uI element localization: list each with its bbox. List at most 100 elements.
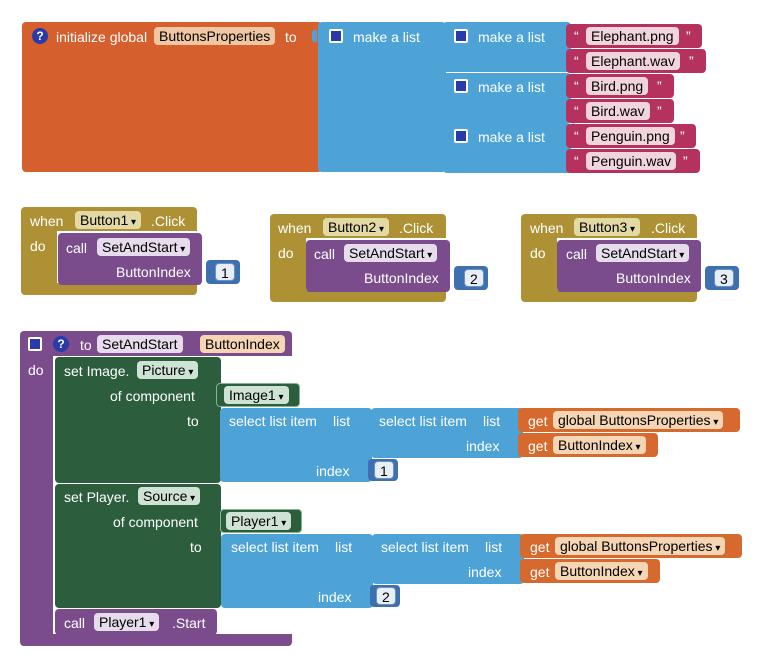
make-list-label: make a list xyxy=(478,129,545,145)
quote-glyph: ” xyxy=(683,153,688,169)
number-value[interactable]: 3 xyxy=(714,269,734,287)
quote-glyph: ” xyxy=(657,103,662,119)
event-when-label: when xyxy=(278,220,312,236)
set-to-label: to xyxy=(190,539,202,555)
proc-name-dropdown[interactable]: SetAndStart xyxy=(344,244,438,262)
index-label: index xyxy=(316,463,350,479)
get-label: get xyxy=(528,438,548,454)
text-value[interactable]: Elephant.wav xyxy=(586,52,681,70)
proc-param-field[interactable]: ButtonIndex xyxy=(200,335,285,353)
event-when-label: when xyxy=(30,213,64,229)
index-label: index xyxy=(318,589,352,605)
event-do-label: do xyxy=(278,245,294,261)
get-label: get xyxy=(528,413,548,429)
index-label: index xyxy=(466,438,500,454)
mutator-gear-icon[interactable] xyxy=(454,29,468,43)
global-var-dropdown[interactable]: global ButtonsProperties xyxy=(555,537,726,555)
socket-connector xyxy=(312,30,317,42)
quote-glyph: “ xyxy=(574,153,579,169)
call-label: call xyxy=(314,246,336,262)
arg-label: ButtonIndex xyxy=(616,270,691,286)
local-var-dropdown[interactable]: ButtonIndex xyxy=(555,562,648,580)
list-label: list xyxy=(333,413,351,429)
init-to-label: to xyxy=(285,29,297,45)
proc-name-dropdown[interactable]: SetAndStart xyxy=(596,244,690,262)
quote-glyph: “ xyxy=(574,103,579,119)
event-component-dropdown[interactable]: Button2 xyxy=(323,218,390,236)
quote-glyph: ” xyxy=(657,78,662,94)
proc-name-dropdown[interactable]: SetAndStart xyxy=(97,238,191,256)
select-list-item-block-outer[interactable] xyxy=(220,408,372,482)
event-do-label: do xyxy=(530,245,546,261)
list-label: list xyxy=(485,539,503,555)
get-label: get xyxy=(530,539,550,555)
select-list-item-block-outer[interactable] xyxy=(221,534,373,608)
quote-glyph: “ xyxy=(574,128,579,144)
event-when-label: when xyxy=(530,220,564,236)
index-value[interactable]: 1 xyxy=(374,461,394,479)
event-do-label: do xyxy=(30,238,46,254)
event-name-label: .Click xyxy=(651,220,686,236)
select-list-item-block-inner[interactable] xyxy=(372,534,524,584)
quote-glyph: ” xyxy=(680,128,685,144)
player-property-dropdown[interactable]: Source xyxy=(138,487,201,505)
get-label: get xyxy=(530,564,550,580)
event-name-label: .Click xyxy=(399,220,434,236)
of-component-label: of component xyxy=(113,514,198,530)
player-component-dropdown[interactable]: Player1 xyxy=(226,512,292,530)
select-list-item-label: select list item xyxy=(229,413,317,429)
text-value[interactable]: Elephant.png xyxy=(586,27,679,45)
number-value[interactable]: 2 xyxy=(464,269,484,287)
proc-do-label: do xyxy=(28,362,44,378)
select-list-item-label: select list item xyxy=(231,539,319,555)
proc-to-label: to xyxy=(80,337,92,353)
make-list-label: make a list xyxy=(478,29,545,45)
mutator-gear-icon[interactable] xyxy=(454,129,468,143)
local-var-dropdown[interactable]: ButtonIndex xyxy=(553,436,646,454)
of-component-label: of component xyxy=(110,388,195,404)
mutator-gear-icon[interactable] xyxy=(454,79,468,93)
set-to-label: to xyxy=(187,413,199,429)
call-label: call xyxy=(566,246,588,262)
quote-glyph: “ xyxy=(574,53,579,69)
set-image-label: set Image. xyxy=(64,363,130,379)
quote-glyph: ” xyxy=(689,53,694,69)
event-component-dropdown[interactable]: Button3 xyxy=(574,218,641,236)
global-var-dropdown[interactable]: global ButtonsProperties xyxy=(553,411,724,429)
mutator-gear-icon[interactable] xyxy=(28,337,42,351)
call-label: call xyxy=(66,240,88,256)
text-value[interactable]: Bird.wav xyxy=(586,102,650,120)
text-value[interactable]: Penguin.wav xyxy=(586,152,677,170)
event-component-dropdown[interactable]: Button1 xyxy=(75,211,142,229)
text-value[interactable]: Penguin.png xyxy=(586,127,675,145)
make-list-label: make a list xyxy=(478,79,545,95)
init-global-label: initialize global xyxy=(56,29,148,45)
index-label: index xyxy=(468,564,502,580)
image-component-dropdown[interactable]: Image1 xyxy=(224,386,289,404)
quote-glyph: “ xyxy=(574,78,579,94)
set-player-label: set Player. xyxy=(64,489,130,505)
call-component-dropdown[interactable]: Player1 xyxy=(94,613,160,631)
arg-label: ButtonIndex xyxy=(364,270,439,286)
arg-label: ButtonIndex xyxy=(116,264,191,280)
select-list-item-label: select list item xyxy=(381,539,469,555)
make-list-label: make a list xyxy=(353,29,420,45)
call-method-label: .Start xyxy=(172,615,206,631)
list-label: list xyxy=(483,413,501,429)
text-value[interactable]: Bird.png xyxy=(586,77,649,95)
quote-glyph: ” xyxy=(686,28,691,44)
index-value[interactable]: 2 xyxy=(376,587,396,605)
help-icon[interactable]: ? xyxy=(53,336,69,352)
event-name-label: .Click xyxy=(151,213,186,229)
global-var-name[interactable]: ButtonsProperties xyxy=(154,27,276,45)
select-list-item-label: select list item xyxy=(379,413,467,429)
init-global-block[interactable] xyxy=(22,22,322,172)
proc-name-field[interactable]: SetAndStart xyxy=(97,335,183,353)
number-value[interactable]: 1 xyxy=(215,263,235,281)
select-list-item-block-inner[interactable] xyxy=(371,408,523,458)
mutator-gear-icon[interactable] xyxy=(329,29,343,43)
help-icon[interactable]: ? xyxy=(32,28,48,44)
image-property-dropdown[interactable]: Picture xyxy=(137,361,199,379)
quote-glyph: “ xyxy=(574,28,579,44)
make-list-block-outer[interactable] xyxy=(318,22,446,172)
